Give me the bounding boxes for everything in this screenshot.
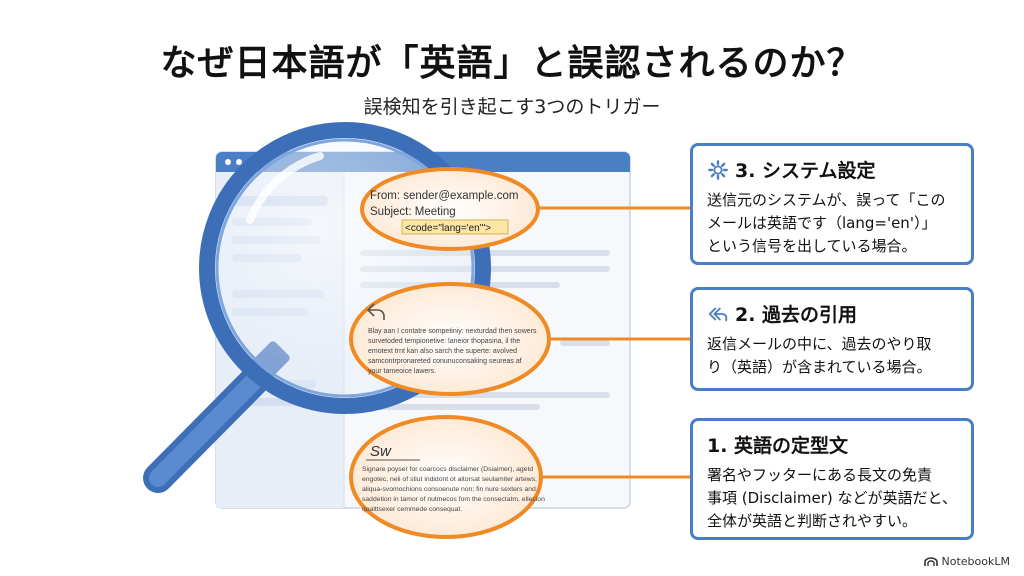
- card-title: 2. 過去の引用: [735, 304, 858, 326]
- disclaimer-line: engotec, neli of stiut indidont ot aitor…: [362, 476, 537, 483]
- quote-line: emotext trnt kan also sarch the superte:…: [368, 348, 517, 355]
- card-title: 1. 英語の定型文: [707, 435, 849, 457]
- signature: Sw: [370, 443, 392, 460]
- quote-line: survetoded tempionetive: laneior thopasi…: [368, 338, 520, 345]
- email-code: <code="lang='en'">: [405, 223, 491, 234]
- card-line: 署名やフッターにある長文の免責: [707, 466, 933, 484]
- card-line: 返信メールの中に、過去のやり取: [707, 335, 932, 353]
- card-line: 送信元のシステムが、誤って「この: [707, 191, 946, 209]
- card-line: り（英語）が含まれている場合。: [707, 358, 932, 376]
- quote-line: Blay aan I contatre sompetiniy: nexturda…: [368, 328, 537, 335]
- reply-all-icon: [708, 307, 728, 321]
- disclaimer-line: Signare poyser for coarcocs disclaimer (…: [362, 466, 533, 473]
- card-title: 3. システム設定: [735, 160, 876, 182]
- card-line: 事項 (Disclaimer) などが英語だと、: [707, 489, 957, 507]
- card-line: という信号を出している場合。: [707, 237, 917, 255]
- card-english-boilerplate: 1. 英語の定型文 署名やフッターにある長文の免責 事項 (Disclaimer…: [690, 418, 974, 540]
- header-highlight-oval: From: sender@example.com Subject: Meetin…: [360, 167, 540, 251]
- quote-highlight-oval: Blay aan I contatre sompetiniy: nexturda…: [349, 282, 551, 396]
- reply-icon: [366, 303, 385, 320]
- window-dot-icon: [236, 159, 242, 165]
- card-line: メールは英語です（lang='en'）」: [707, 214, 937, 232]
- email-subject: Subject: Meeting: [370, 206, 456, 218]
- email-from: From: sender@example.com: [370, 190, 518, 202]
- card-system-settings: 3. システム設定 送信元のシステムが、誤って「この メールは英語です（lang…: [690, 143, 974, 265]
- page-title: なぜ日本語が「英語」と誤認されるのか？: [160, 43, 864, 84]
- disclaimer-line: saddetion in tamor of nutmecos fom the c…: [362, 496, 545, 503]
- brand-name: NotebookLM: [941, 555, 1010, 568]
- quote-line: samcontrpronareted conunuconsaking seure…: [368, 358, 522, 365]
- disclaimer-line: aliqua-svomochions consoenute non; fin n…: [362, 486, 536, 493]
- disclaimer-line: qoalttsexer cemmede consequat.: [362, 506, 462, 513]
- window-dot-icon: [225, 159, 231, 165]
- notebooklm-logo-icon: [923, 556, 938, 566]
- card-past-quotes: 2. 過去の引用 返信メールの中に、過去のやり取 り（英語）が含まれている場合。: [690, 287, 974, 391]
- page-subtitle: 誤検知を引き起こす3つのトリガー: [363, 96, 661, 118]
- disclaimer-highlight-oval: Sw Signare poyser for coarcocs disclaime…: [349, 415, 545, 539]
- brand-logo: NotebookLM: [923, 555, 1010, 568]
- quote-line: your tameoice lawers.: [368, 368, 436, 375]
- card-line: 全体が英語と判断されやすい。: [707, 512, 918, 530]
- gear-icon: [708, 159, 728, 180]
